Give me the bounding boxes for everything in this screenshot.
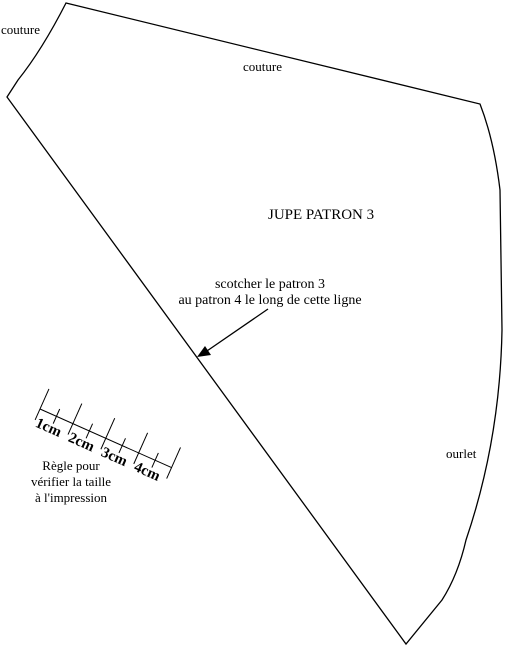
ruler-mark-1cm: 1cm [33,415,64,441]
hem-label: ourlet [446,446,477,461]
ruler-tick [100,417,116,450]
seam-label-top-left: couture [1,22,40,37]
ruler-tick [85,423,94,439]
ruler-tick [118,438,126,454]
ruler-mark-3cm: 3cm [99,445,130,471]
ruler-tick [133,432,149,465]
pattern-title: JUPE PATRON 3 [268,207,374,223]
ruler-tick [166,447,181,479]
ruler-tick [151,452,159,468]
ruler-mark-2cm: 2cm [66,430,97,456]
ruler-caption-line-2: vérifier la taille [31,474,111,489]
ruler-tick [34,388,50,421]
seam-label-top: couture [243,59,282,74]
instruction-line-1: scotcher le patron 3 [215,277,325,292]
ruler-caption-line-1: Règle pour [42,458,100,473]
instruction-line-2: au patron 4 le long de cette ligne [178,293,361,308]
pattern-piece-outline [6,2,503,646]
ruler-mark-4cm: 4cm [132,459,163,485]
ruler-tick [67,403,83,435]
ruler-caption-line-3: à l'impression [35,490,108,505]
ruler-tick [52,408,61,424]
arrow-icon [197,308,269,357]
